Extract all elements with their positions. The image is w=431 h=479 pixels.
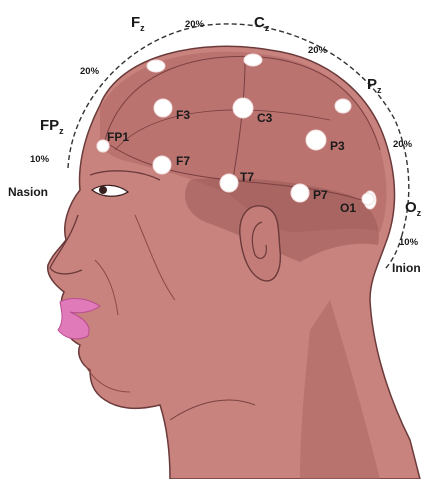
label-fp1: FP1 <box>107 130 129 144</box>
label-cz: Cz <box>254 14 270 33</box>
electrode-p7 <box>291 184 309 202</box>
pct-fpz-fz: 20% <box>80 66 100 77</box>
electrode-pz <box>335 99 351 113</box>
label-c3: C3 <box>257 111 273 125</box>
electrode-c3 <box>233 98 253 118</box>
label-nasion: Nasion <box>8 185 48 199</box>
label-fz: Fz <box>131 14 145 33</box>
label-oz: Oz <box>405 199 422 218</box>
electrode-cz <box>244 54 262 66</box>
pct-cz-pz: 20% <box>308 45 328 56</box>
label-p7: P7 <box>313 188 328 202</box>
electrode-p3 <box>306 130 326 150</box>
label-p3: P3 <box>330 139 345 153</box>
eye-pupil <box>99 186 107 194</box>
electrode-t7 <box>220 174 238 192</box>
label-fpz: FPz <box>40 117 64 136</box>
pct-nasion-fpz: 10% <box>30 154 50 165</box>
electrode-f7 <box>153 156 171 174</box>
electrode-o1 <box>362 193 374 205</box>
label-t7: T7 <box>240 170 254 184</box>
pct-pz-oz: 20% <box>393 139 413 150</box>
label-pz: Pz <box>367 76 382 95</box>
label-o1: O1 <box>340 201 356 215</box>
pct-fz-cz: 20% <box>185 19 205 30</box>
label-inion: Inion <box>392 261 421 275</box>
pct-oz-inion: 10% <box>399 237 419 248</box>
electrode-fz <box>147 60 165 72</box>
label-f3: F3 <box>176 108 190 122</box>
electrode-f3 <box>154 99 172 117</box>
label-f7: F7 <box>176 154 190 168</box>
